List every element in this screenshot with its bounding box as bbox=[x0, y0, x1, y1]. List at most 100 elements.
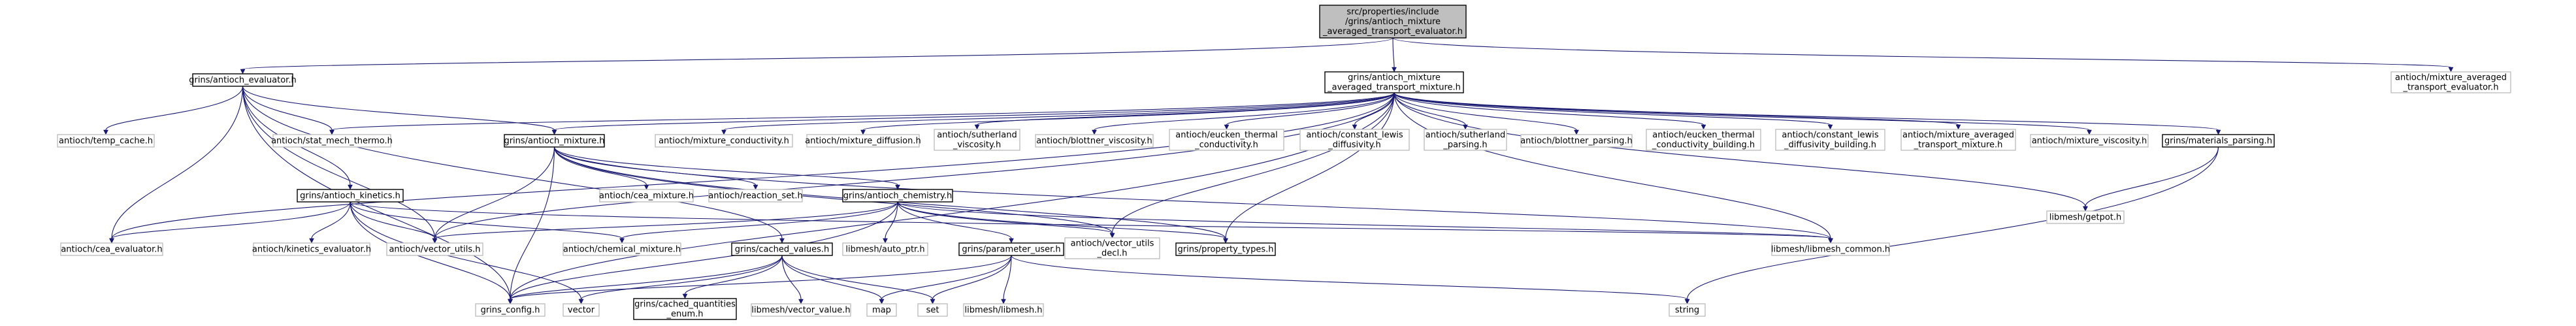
node-box bbox=[192, 73, 293, 87]
node-box bbox=[917, 303, 948, 317]
node-label: map bbox=[872, 306, 891, 316]
edge-cached_values-to-set bbox=[781, 255, 934, 300]
node-root[interactable]: src/properties/include/grins/antioch_mix… bbox=[1319, 5, 1467, 39]
node-box bbox=[655, 134, 793, 148]
edge-arrowhead bbox=[895, 184, 900, 190]
edge-mat-to-eucken_cond bbox=[1226, 92, 1395, 125]
node-eucken-build: antioch/eucken_thermal_conductivity_buil… bbox=[1646, 129, 1761, 151]
edge-kinetics-to-grins_config bbox=[350, 201, 511, 300]
node-label: /grins/antioch_mixture bbox=[1345, 17, 1441, 27]
node-temp-cache: antioch/temp_cache.h bbox=[57, 134, 155, 148]
edge-arrowhead bbox=[578, 299, 584, 304]
node-label: antioch/vector_utils bbox=[1071, 239, 1154, 249]
node-lm-common: libmesh/libmesh_common.h bbox=[1771, 242, 1890, 256]
edge-mat_pars-to-string bbox=[1686, 146, 2219, 300]
node-label: libmesh/vector_value.h bbox=[751, 306, 850, 316]
node-box bbox=[842, 189, 953, 203]
node-label: grins/cached_values.h bbox=[735, 245, 830, 255]
node-lm-libmesh: libmesh/libmesh.h bbox=[963, 303, 1044, 317]
edge-mat-to-vec_utils_decl bbox=[1111, 92, 1395, 234]
node-evaluator[interactable]: grins/antioch_evaluator.h bbox=[189, 73, 297, 87]
node-label: antioch/kinetics_evaluator.h bbox=[252, 245, 371, 255]
node-box bbox=[1646, 129, 1761, 151]
node-getpot: libmesh/getpot.h bbox=[2046, 210, 2125, 224]
edge-arrowhead bbox=[1701, 124, 1706, 130]
edge-kinetics-to-lm_common bbox=[350, 201, 1831, 239]
node-label: antioch/chemical_mixture.h bbox=[563, 245, 681, 255]
edge-arrowhead bbox=[508, 299, 513, 304]
edge-mixture-to-chemistry bbox=[553, 146, 898, 186]
node-box bbox=[2390, 71, 2511, 93]
node-label: vector bbox=[568, 306, 595, 316]
edge-root-to-mat bbox=[1392, 37, 1395, 68]
node-mat[interactable]: grins/antioch_mixture_averaged_transport… bbox=[1324, 71, 1464, 93]
node-mat-pars[interactable]: grins/materials_parsing.h bbox=[2162, 134, 2275, 148]
edge-arrowhead bbox=[1684, 299, 1690, 304]
node-box bbox=[57, 134, 155, 148]
edge-param_user-to-lm_libmesh bbox=[1003, 255, 1012, 300]
node-label: _transport_evaluator.h bbox=[2402, 83, 2498, 93]
nodes-layer: src/properties/include/grins/antioch_mix… bbox=[57, 5, 2511, 320]
edge-param_user-to-grins_config bbox=[510, 255, 1012, 300]
edge-mat-to-mix_cond bbox=[723, 92, 1395, 131]
node-label: antioch/constant_lewis bbox=[1306, 131, 1403, 140]
node-mat-mix: antioch/mixture_averaged_transport_mixtu… bbox=[1900, 129, 2016, 151]
node-label: antioch/blottner_viscosity.h bbox=[1036, 137, 1152, 146]
node-box bbox=[1175, 242, 1276, 256]
edge-mixture-to-vec_utils bbox=[434, 146, 555, 239]
node-box bbox=[1319, 5, 1467, 39]
node-label: _decl.h bbox=[1097, 249, 1128, 259]
node-label: grins/antioch_evaluator.h bbox=[189, 76, 296, 86]
edge-kinetics-to-chem_mix bbox=[350, 201, 623, 239]
node-label: grins/antioch_kinetics.h bbox=[300, 191, 400, 201]
node-reaction-set: antioch/reaction_set.h bbox=[708, 189, 803, 203]
node-label: _diffusivity_building.h bbox=[1784, 140, 1876, 150]
edge-cached_values-to-cq_enum bbox=[684, 255, 783, 295]
node-label: grins_config.h bbox=[481, 306, 540, 316]
edge-arrowhead bbox=[879, 299, 885, 304]
node-label: grins/antioch_mixture.h bbox=[504, 137, 604, 146]
node-blott-pars: antioch/blottner_parsing.h bbox=[1520, 134, 1633, 148]
node-prop-types[interactable]: grins/property_types.h bbox=[1175, 242, 1276, 256]
node-mixture[interactable]: grins/antioch_mixture.h bbox=[504, 134, 605, 148]
edge-arrowhead bbox=[721, 129, 726, 135]
node-cached-values[interactable]: grins/cached_values.h bbox=[731, 242, 833, 256]
node-box bbox=[842, 242, 928, 256]
edge-cached_values-to-grins_config bbox=[510, 255, 783, 300]
node-cq-enum[interactable]: grins/cached_quantities_enum.h bbox=[633, 298, 737, 320]
edge-arrowhead bbox=[2083, 206, 2088, 212]
node-kinetics[interactable]: grins/antioch_kinetics.h bbox=[297, 189, 404, 203]
node-box bbox=[1900, 129, 2016, 151]
edge-arrowhead bbox=[432, 238, 438, 244]
node-label: grins/materials_parsing.h bbox=[2164, 137, 2272, 146]
node-label: _averaged_transport_evaluator.h bbox=[1322, 27, 1463, 37]
node-label: _conductivity_building.h bbox=[1652, 140, 1755, 150]
edge-arrowhead bbox=[860, 129, 866, 135]
node-label: antioch/constant_lewis bbox=[1782, 131, 1879, 140]
edge-arrowhead bbox=[103, 129, 108, 135]
edge-mixture-to-cea_mix bbox=[553, 146, 647, 186]
node-label: grins/antioch_chemistry.h bbox=[843, 191, 952, 201]
node-param-user[interactable]: grins/parameter_user.h bbox=[958, 242, 1064, 256]
edge-evaluator-to-cea_eval bbox=[111, 86, 244, 239]
node-label: _transport_mixture.h bbox=[1914, 140, 2003, 150]
node-label: antioch/eucken_thermal bbox=[1652, 131, 1755, 140]
node-lm-vecval: libmesh/vector_value.h bbox=[751, 303, 851, 317]
edge-param_user-to-string bbox=[1011, 255, 1688, 300]
node-box bbox=[2162, 134, 2275, 148]
node-label: antioch/mixture_averaged bbox=[2395, 73, 2507, 83]
edge-kinetics-to-cea_eval bbox=[111, 201, 351, 239]
edge-arrowhead bbox=[1392, 67, 1397, 73]
edge-mat-to-mat_pars bbox=[1394, 92, 2219, 131]
node-chemistry[interactable]: grins/antioch_chemistry.h bbox=[842, 189, 953, 203]
node-map: map bbox=[866, 303, 897, 317]
edge-cached_values-to-map bbox=[781, 255, 883, 300]
node-kin-eval: antioch/kinetics_evaluator.h bbox=[252, 242, 371, 256]
node-box bbox=[1771, 242, 1890, 256]
node-box bbox=[504, 134, 605, 148]
node-box bbox=[1035, 134, 1154, 148]
node-eucken-cond: antioch/eucken_thermal_conductivity.h bbox=[1169, 129, 1284, 151]
node-label: _parsing.h bbox=[1443, 140, 1487, 150]
edge-arrowhead bbox=[1092, 129, 1097, 135]
